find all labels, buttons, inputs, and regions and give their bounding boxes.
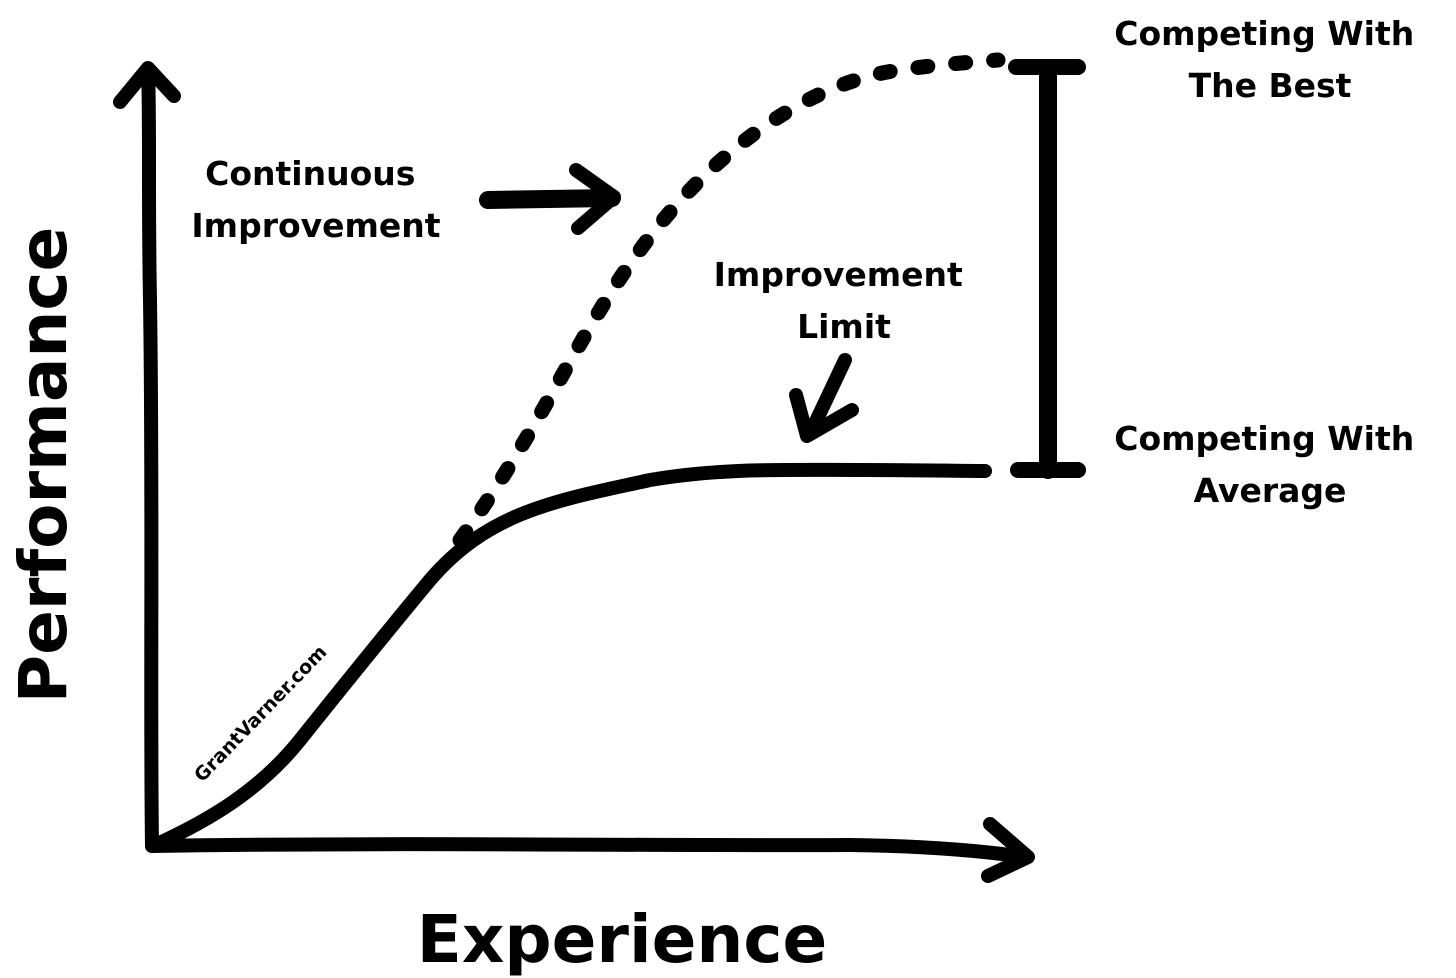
x-axis-arrowhead	[981, 817, 1035, 883]
competing-best-label: Competing With The Best	[1114, 14, 1425, 105]
continuous-improvement-curve	[452, 52, 1006, 548]
improvement-limit-arrow	[789, 353, 859, 443]
y-axis-arrowhead	[113, 61, 181, 109]
x-axis-line	[145, 837, 1032, 864]
watermark-text: GrantVarner.com	[190, 641, 331, 786]
y-axis-line	[141, 63, 159, 853]
x-axis-label: Experience	[417, 901, 827, 978]
y-axis	[113, 61, 181, 853]
competing-average-label: Competing With Average	[1114, 419, 1425, 510]
continuous-improvement-arrow	[479, 163, 621, 235]
improvement-limit-label: Improvement Limit	[714, 255, 975, 346]
continuous-improvement-label: Continuous Improvement	[191, 154, 440, 245]
average-performance-curve	[148, 462, 992, 852]
performance-gap-bracket	[1008, 59, 1086, 479]
y-axis-label: Performance	[5, 227, 82, 703]
x-axis	[145, 817, 1035, 883]
